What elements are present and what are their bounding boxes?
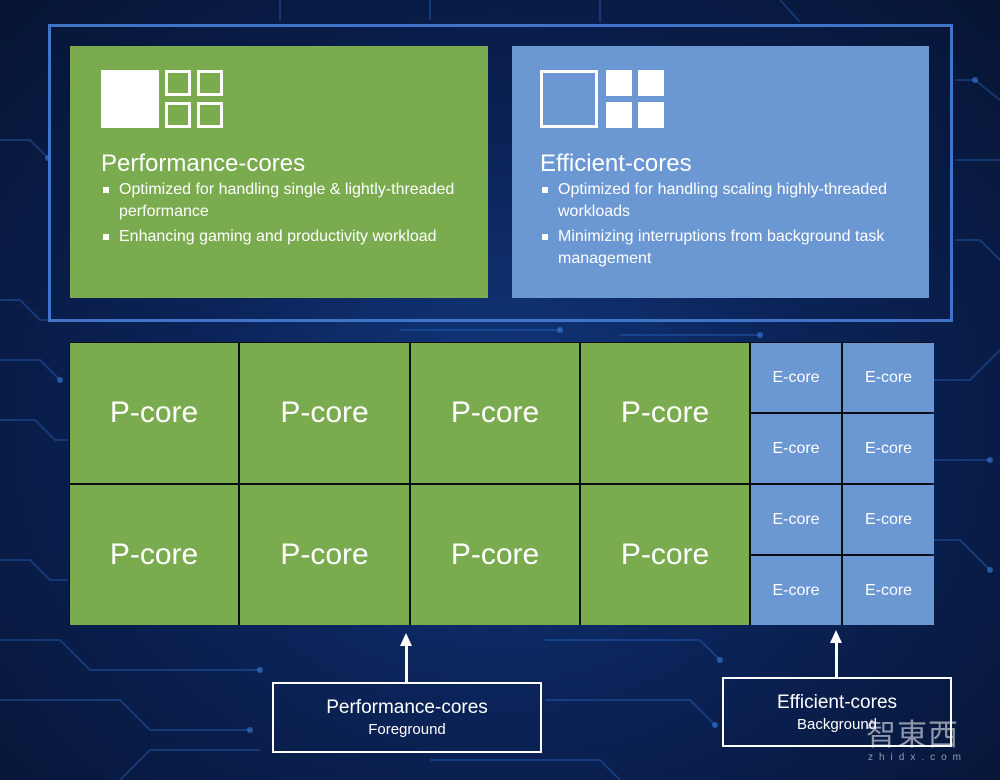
performance-up-arrow-icon <box>400 633 412 683</box>
efficient-label-title: Efficient-cores <box>776 692 898 713</box>
efficient-cores-panel: Efficient-cores Optimized for handling s… <box>512 46 929 298</box>
performance-bullet: Optimized for handling single & lightly-… <box>101 179 461 223</box>
e-core-block: E-core <box>843 343 934 412</box>
core-layout-grid: P-core P-core P-core P-core E-core E-cor… <box>69 342 934 625</box>
performance-panel-title: Performance-cores <box>101 150 306 177</box>
e-core-block: E-core <box>843 556 934 625</box>
p-core-block: P-core <box>240 485 409 625</box>
performance-bullet-list: Optimized for handling single & lightly-… <box>101 179 461 251</box>
efficient-bullet-list: Optimized for handling scaling highly-th… <box>540 179 910 273</box>
e-core-block: E-core <box>751 414 841 483</box>
efficient-up-arrow-icon <box>830 630 842 678</box>
watermark-mark: 智東西 <box>866 719 959 752</box>
core-types-frame <box>48 24 953 322</box>
efficient-bullet: Optimized for handling scaling highly-th… <box>540 179 910 223</box>
p-core-block: P-core <box>411 343 579 483</box>
p-core-block: P-core <box>411 485 579 625</box>
p-core-block: P-core <box>70 485 238 625</box>
efficient-panel-title: Efficient-cores <box>540 150 692 177</box>
performance-core-icon <box>101 70 223 128</box>
e-core-block: E-core <box>751 485 841 554</box>
e-core-block: E-core <box>751 556 841 625</box>
efficient-cores-label: Efficient-cores Background <box>722 677 952 747</box>
performance-cores-panel: Performance-cores Optimized for handling… <box>70 46 488 298</box>
efficient-bullet: Minimizing interruptions from background… <box>540 226 910 270</box>
p-core-block: P-core <box>581 343 749 483</box>
e-core-block: E-core <box>843 485 934 554</box>
efficient-core-icon <box>540 70 664 128</box>
watermark-domain: zhidx.com <box>868 752 968 763</box>
e-core-block: E-core <box>843 414 934 483</box>
p-core-block: P-core <box>581 485 749 625</box>
efficient-label-subtitle: Background <box>796 716 878 733</box>
performance-bullet: Enhancing gaming and productivity worklo… <box>101 226 461 248</box>
p-core-block: P-core <box>70 343 238 483</box>
performance-cores-label: Performance-cores Foreground <box>272 682 542 753</box>
zhidx-watermark-logo: 智東西 zhidx.com <box>866 720 986 770</box>
performance-label-title: Performance-cores <box>326 697 488 718</box>
performance-label-subtitle: Foreground <box>368 721 446 738</box>
e-core-block: E-core <box>751 343 841 412</box>
p-core-block: P-core <box>240 343 409 483</box>
